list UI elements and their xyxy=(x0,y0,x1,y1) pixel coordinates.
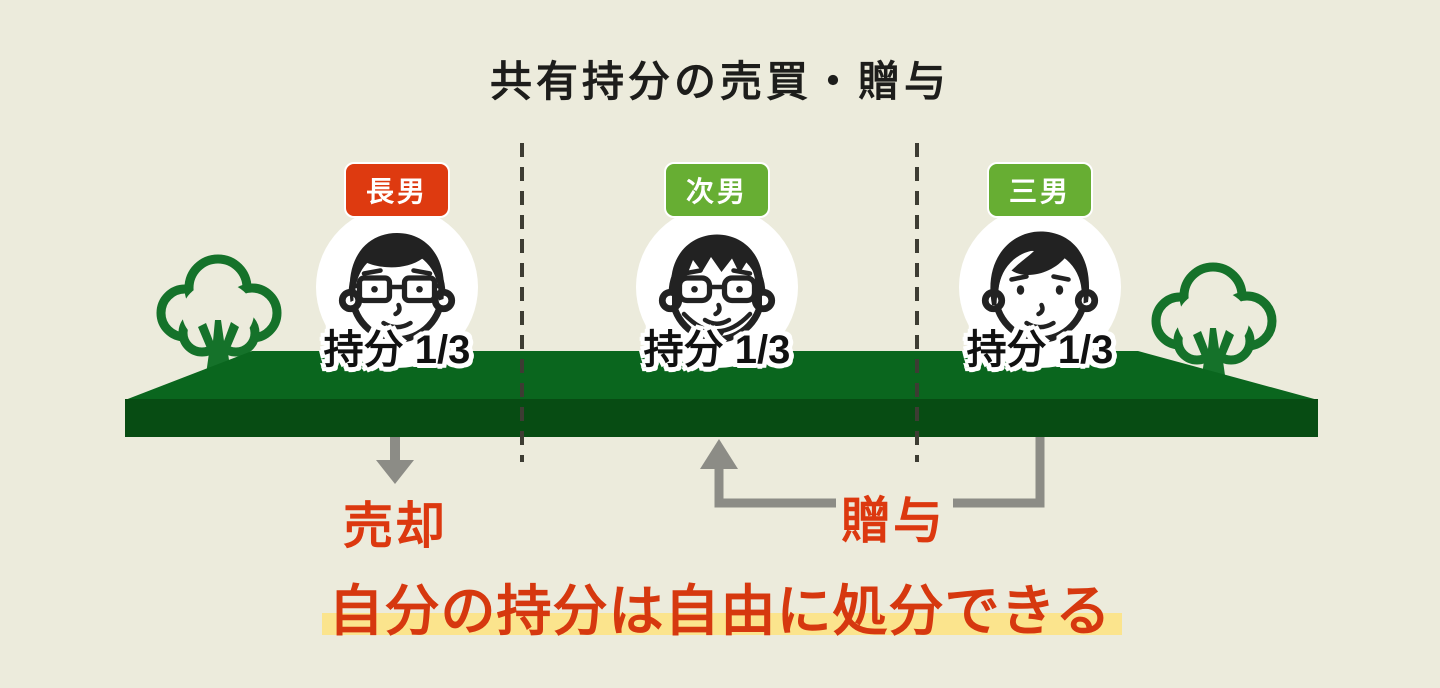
second-son-avatar xyxy=(636,206,798,368)
third-son-badge: 三男 xyxy=(987,162,1093,218)
eldest-son-avatar xyxy=(316,206,478,368)
conclusion-text: 自分の持分は自由に処分できる xyxy=(328,580,1112,642)
second-son-badge: 次男 xyxy=(664,162,770,218)
sell-label: 売却 xyxy=(343,498,447,554)
third-son-share-label: 持分 1/3 xyxy=(966,328,1114,372)
second-son-face-icon xyxy=(658,234,776,344)
person-eldest-son: 長男 持分 1/3 xyxy=(282,162,512,372)
conclusion-highlight xyxy=(322,613,1122,635)
person-second-son: 次男 持分 1/3 xyxy=(602,162,832,372)
third-son-face-icon xyxy=(981,231,1099,343)
eldest-son-badge: 長男 xyxy=(344,162,450,218)
eldest-son-face-icon xyxy=(338,233,456,343)
third-son-avatar xyxy=(959,206,1121,368)
gift-arrow-icon xyxy=(700,437,1045,508)
eldest-son-share-label: 持分 1/3 xyxy=(323,328,471,372)
gift-label: 贈与 xyxy=(841,493,945,549)
page-title: 共有持分の売買・贈与 xyxy=(489,58,950,105)
second-son-share-label: 持分 1/3 xyxy=(643,328,791,372)
land-front-face xyxy=(125,399,1318,437)
sell-arrow-icon xyxy=(376,437,414,484)
person-third-son: 三男 持分 1/3 xyxy=(925,162,1155,372)
